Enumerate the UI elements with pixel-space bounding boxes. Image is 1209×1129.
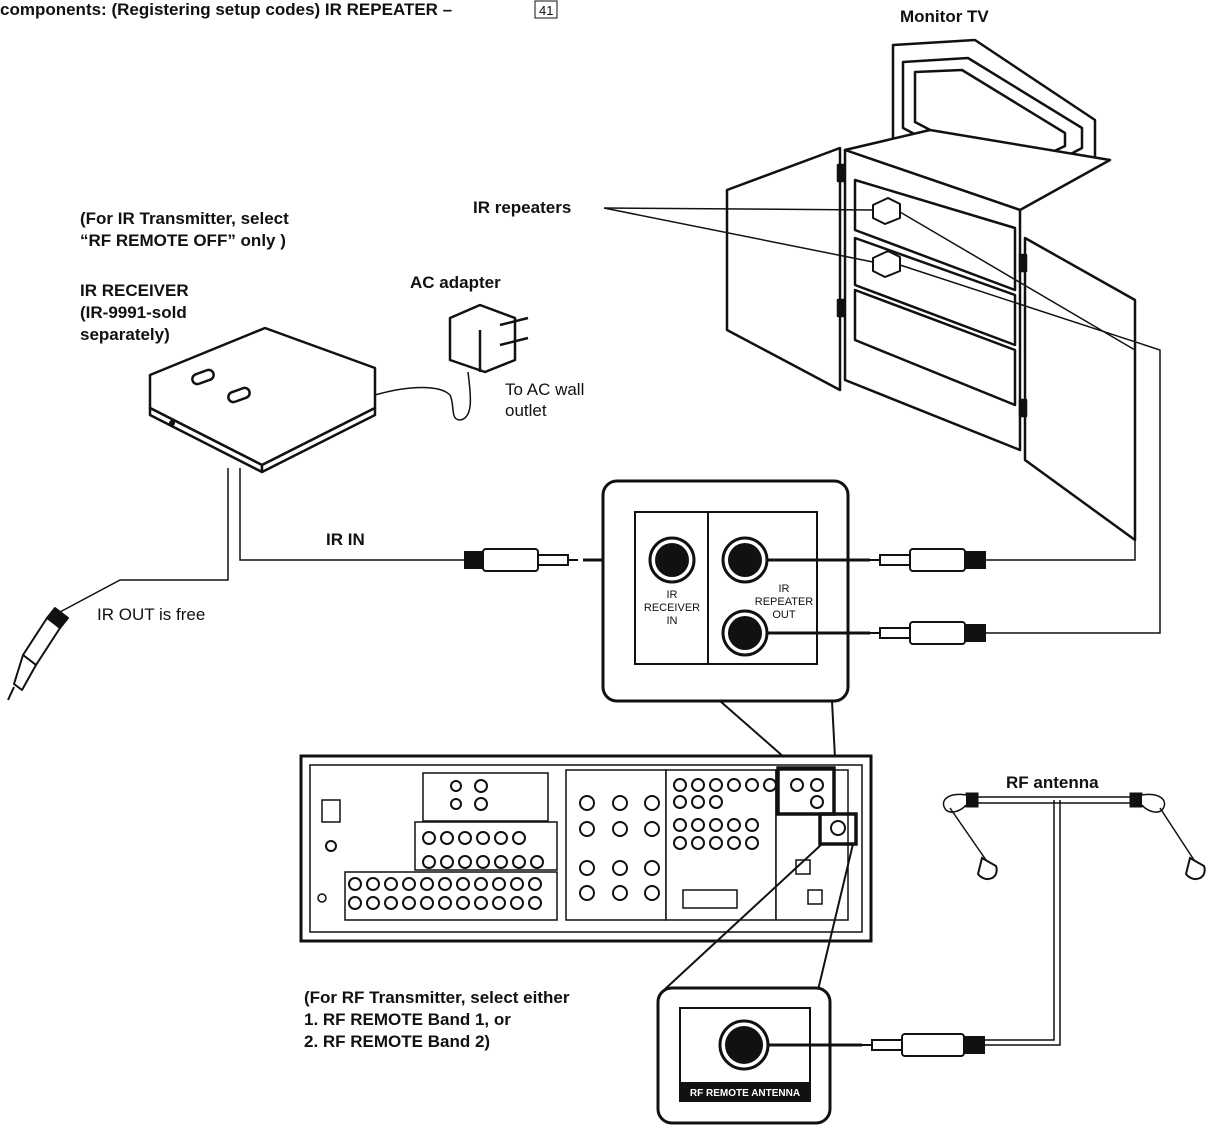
- ir-in-cable: [239, 468, 465, 561]
- header-text: components: (Registering setup codes) IR…: [0, 0, 452, 19]
- ir-out-free-label: IR OUT is free: [97, 605, 205, 624]
- rf-antenna-panel: [656, 986, 832, 1125]
- ac-adapter: [448, 303, 529, 374]
- ir-repeater-plug-2: [870, 621, 986, 645]
- rf-antenna-label: RF antenna: [1006, 773, 1099, 792]
- repeater-cable-1: [899, 211, 1136, 561]
- ir-transmitter-note-1: (For IR Transmitter, select: [80, 209, 289, 228]
- ir-in-label: IR IN: [326, 530, 365, 549]
- receiver-terminals: [348, 778, 777, 910]
- repeater-cable-2: [899, 264, 1161, 634]
- ir-jack-panel: [601, 479, 850, 703]
- ir-repeaters-label: IR repeaters: [473, 198, 571, 217]
- cabinet-door-left: [725, 146, 842, 392]
- ir-repeater-plug-1: [870, 548, 986, 572]
- rf-antenna: [942, 792, 1206, 881]
- ir-out-cable: [59, 468, 229, 613]
- ac-outlet-label-2: outlet: [505, 401, 547, 420]
- page-ref: 41: [539, 3, 553, 18]
- ir-jack-highlight: [776, 766, 836, 816]
- jack-label-receiver-1: IR: [667, 589, 678, 601]
- rf-transmitter-note-1: (For RF Transmitter, select either: [304, 988, 570, 1007]
- ir-transmitter-note-2: “RF REMOTE OFF” only ): [80, 231, 286, 250]
- ir-out-free-plug: [7, 607, 69, 701]
- ir-in-plug: [464, 548, 578, 572]
- ac-adapter-cable: [374, 371, 472, 421]
- ir-repeater-2: [872, 250, 901, 278]
- jack-label-receiver-3: IN: [667, 615, 678, 627]
- rf-antenna-plug: [862, 1033, 985, 1057]
- ir-receiver-label-1: IR RECEIVER: [80, 281, 189, 300]
- page-ref-box: [534, 0, 558, 19]
- rf-remote-antenna-label: RF REMOTE ANTENNA: [690, 1088, 800, 1099]
- rf-transmitter-note-3: 2. RF REMOTE Band 2): [304, 1032, 490, 1051]
- jack-label-repeater-2: REPEATER: [755, 596, 814, 608]
- ir-receiver-label-2: (IR-9991-sold: [80, 303, 187, 322]
- ac-outlet-label-1: To AC wall: [505, 380, 584, 399]
- jack-label-receiver-2: RECEIVER: [644, 602, 700, 614]
- rf-jack-highlight: [818, 812, 858, 846]
- av-receiver-rear-panel: [299, 754, 873, 943]
- monitor-tv-label: Monitor TV: [900, 7, 989, 26]
- jack-label-repeater-3: OUT: [772, 609, 796, 621]
- jack-label-repeater-1: IR: [779, 583, 790, 595]
- cabinet-door-right: [1023, 236, 1137, 542]
- ir-repeater-1: [872, 197, 901, 225]
- ir-receiver-unit: [148, 326, 377, 474]
- tv-cabinet: [725, 38, 1137, 542]
- rf-transmitter-note-2: 1. RF REMOTE Band 1, or: [304, 1010, 511, 1029]
- ac-adapter-label: AC adapter: [410, 273, 501, 292]
- ir-receiver-label-3: separately): [80, 325, 170, 344]
- av-component-3: [853, 288, 1017, 407]
